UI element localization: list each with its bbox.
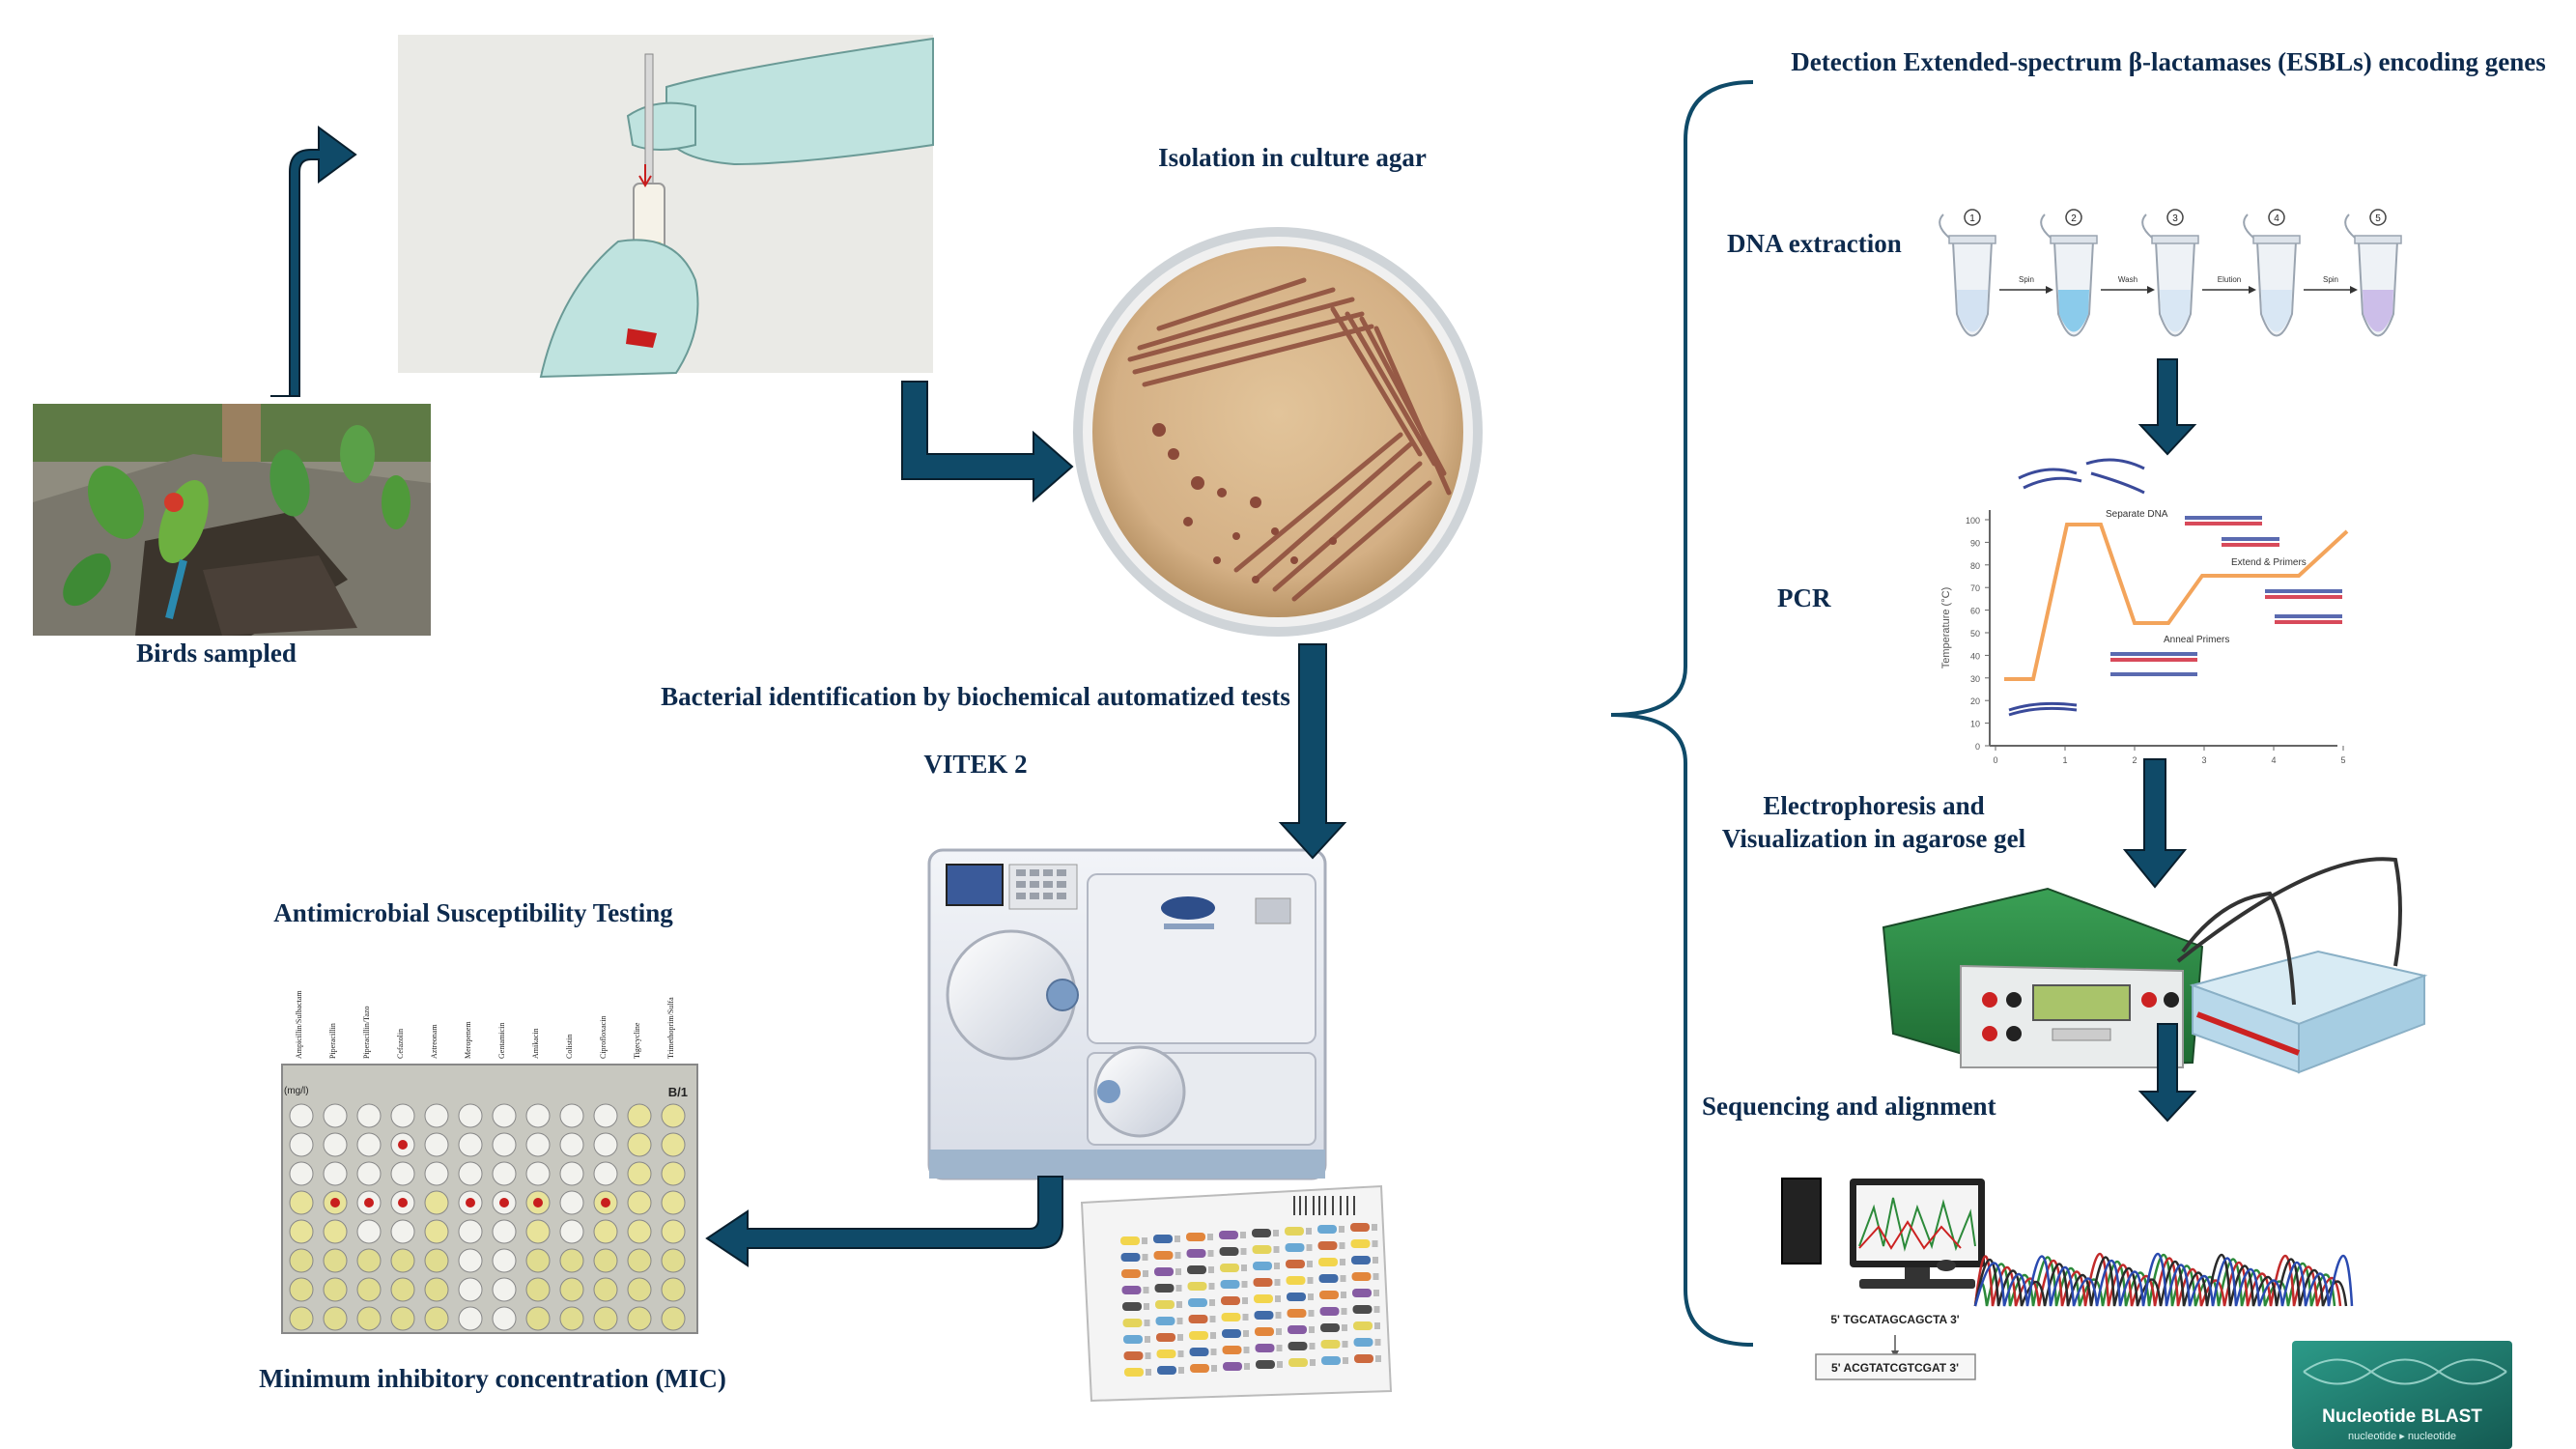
label-isolation: Isolation in culture agar — [1158, 143, 1427, 172]
pcr-y-tick: 30 — [1970, 674, 1980, 684]
label-ast: Antimicrobial Susceptibility Testing — [273, 898, 673, 927]
ast-antibiotic-label: Ampicillin/Sulbactam — [295, 990, 303, 1059]
right-brace — [1610, 80, 1754, 1347]
pcr-x-tick: 3 — [2201, 755, 2206, 765]
ast-antibiotic-label: Cefazolin — [396, 1029, 405, 1059]
arrow-electrophoresis-to-sequencing — [2137, 1023, 2197, 1122]
blast-title: Nucleotide BLAST — [2322, 1406, 2482, 1427]
birds-photo — [33, 404, 431, 636]
pcr-y-tick: 60 — [1970, 607, 1980, 616]
swab-illustration — [398, 35, 934, 379]
arrow-pcr-to-electrophoresis — [2122, 758, 2188, 889]
dna-step-number: 2 — [2071, 213, 2077, 224]
dna-step-action: Spin — [2019, 275, 2034, 284]
pcr-annotation-anneal: Anneal Primers — [2164, 635, 2229, 645]
pcr-x-tick: 5 — [2340, 755, 2345, 765]
ast-antibiotic-label: Aztreonam — [430, 1024, 439, 1059]
sequence-forward: 5' TGCATAGCAGCTA 3' — [1830, 1313, 1959, 1326]
nucleotide-blast-logo: Nucleotide BLAST nucleotide ▸ nucleotide — [2292, 1341, 2512, 1449]
ast-antibiotic-label: Tigecycline — [633, 1022, 641, 1059]
dna-step-number: 1 — [1969, 213, 1975, 224]
pcr-y-axis-label: Temperature (°C) — [1940, 587, 1952, 668]
arrow-birds-to-swab — [270, 126, 357, 397]
ast-unit: (mg/l) — [284, 1086, 309, 1096]
ast-antibiotic-label: Ciprofloxacin — [599, 1016, 608, 1059]
pcr-annotation-extend: Extend & Primers — [2231, 557, 2307, 568]
vitek-card — [1080, 1184, 1393, 1403]
pcr-x-tick: 0 — [1993, 755, 1997, 765]
ast-antibiotic-label: Amikacin — [531, 1028, 540, 1059]
label-dna-extraction: DNA extraction — [1727, 229, 1902, 258]
blast-subtitle: nucleotide ▸ nucleotide — [2348, 1431, 2456, 1442]
pcr-x-tick: 1 — [2062, 755, 2067, 765]
pcr-y-tick: 0 — [1975, 742, 1980, 752]
electrophoresis-equipment — [1882, 857, 2428, 1074]
label-vitek: VITEK 2 — [923, 750, 1028, 779]
pcr-x-tick: 4 — [2271, 755, 2276, 765]
label-mic: Minimum inhibitory concentration (MIC) — [259, 1364, 726, 1393]
dna-step-action: Spin — [2323, 275, 2338, 284]
ast-antibiotic-label: Meropenem — [464, 1021, 472, 1059]
dna-step-action: Wash — [2118, 275, 2137, 284]
dna-step-number: 5 — [2375, 213, 2381, 224]
label-esbl-title: Detection Extended-spectrum β-lactamases… — [1791, 47, 2546, 76]
label-pcr: PCR — [1777, 583, 1831, 612]
ast-antibiotic-label: Colistin — [565, 1035, 574, 1059]
dna-step-number: 4 — [2274, 213, 2279, 224]
label-sequencing: Sequencing and alignment — [1702, 1092, 1996, 1121]
pcr-y-tick: 50 — [1970, 629, 1980, 639]
ast-antibiotic-label: Trimethoprim/Sulfa — [666, 997, 675, 1059]
arrow-dna-to-pcr — [2137, 358, 2197, 456]
sequence-complement: 5' ACGTATCGTCGAT 3' — [1831, 1361, 1959, 1375]
agar-plate — [1073, 227, 1483, 637]
arrow-vitek-to-ast — [705, 1176, 1063, 1267]
label-bacterial-identification: Bacterial identification by biochemical … — [661, 682, 1290, 711]
pcr-y-tick: 70 — [1970, 583, 1980, 593]
arrow-agar-to-vitek — [1278, 643, 1347, 860]
pcr-y-tick: 40 — [1970, 651, 1980, 661]
ast-plate: Ampicillin/Sulbactam Piperacillin Piperaci… — [281, 990, 698, 1334]
ast-antibiotic-label: Piperacillin — [328, 1023, 337, 1059]
pcr-x-tick: 2 — [2132, 755, 2137, 765]
pcr-y-tick: 10 — [1970, 720, 1980, 729]
ast-plate-id: B/1 — [668, 1085, 688, 1099]
pcr-y-tick: 90 — [1970, 538, 1980, 548]
pcr-y-tick: 80 — [1970, 561, 1980, 571]
vitek-machine — [927, 848, 1327, 1180]
arrow-swab-to-agar — [901, 381, 1074, 503]
ast-antibiotic-label: Piperacillin/Tazo — [362, 1006, 371, 1059]
sequencing-chromatogram — [1973, 1253, 2354, 1307]
pcr-annotation-separate: Separate DNA — [2106, 509, 2168, 520]
ast-antibiotic-label: Gentamicin — [497, 1023, 506, 1059]
sequence-strings: 5' TGCATAGCAGCTA 3' 5' ACGTATCGTCGAT 3' — [1815, 1313, 1976, 1380]
dna-step-action: Elution — [2218, 275, 2241, 284]
pcr-y-tick: 20 — [1970, 696, 1980, 706]
sequencing-computer — [1781, 1178, 1985, 1289]
label-birds-sampled: Birds sampled — [136, 639, 297, 668]
label-electrophoresis: Electrophoresis and Visualization in aga… — [1721, 791, 2026, 853]
pcr-y-tick: 100 — [1966, 516, 1980, 526]
dna-step-number: 3 — [2172, 213, 2178, 224]
